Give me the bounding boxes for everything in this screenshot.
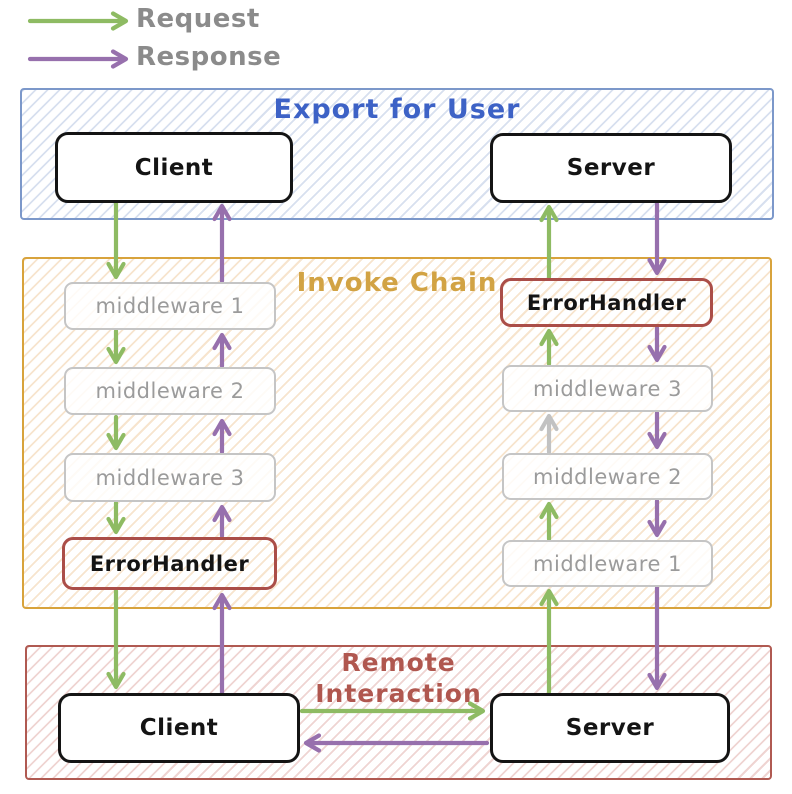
export-server-node: Server	[490, 133, 732, 203]
remote-title-line1: Remote	[341, 648, 456, 677]
legend-response-arrow	[27, 49, 129, 69]
legend-request-label: Request	[136, 4, 260, 34]
middleware-3-left-node: middleware 3	[64, 453, 276, 502]
remote-section-title: Remote Interaction	[27, 647, 770, 709]
remote-client-node: Client	[58, 693, 300, 763]
legend-request-arrow	[27, 11, 129, 31]
middleware-1-left-node: middleware 1	[64, 282, 276, 330]
middleware-2-left-node: middleware 2	[64, 367, 276, 415]
export-for-user-section: Export for User Client Server	[20, 88, 774, 220]
invoke-chain-section: Invoke Chain middleware 1 middleware 2 m…	[22, 257, 772, 609]
errorhandler-left-node: ErrorHandler	[62, 537, 277, 590]
remote-title-line2: Interaction	[315, 679, 482, 708]
middleware-3-right-node: middleware 3	[502, 365, 713, 412]
export-client-node: Client	[55, 132, 293, 203]
legend-response-label: Response	[136, 42, 282, 72]
errorhandler-right-node: ErrorHandler	[500, 278, 713, 327]
export-section-title: Export for User	[273, 94, 521, 125]
remote-interaction-section: Remote Interaction Client Server	[25, 645, 772, 780]
middleware-1-right-node: middleware 1	[502, 540, 713, 587]
remote-server-node: Server	[490, 693, 730, 763]
invoke-section-title: Invoke Chain	[296, 268, 498, 298]
middleware-2-right-node: middleware 2	[502, 453, 713, 500]
